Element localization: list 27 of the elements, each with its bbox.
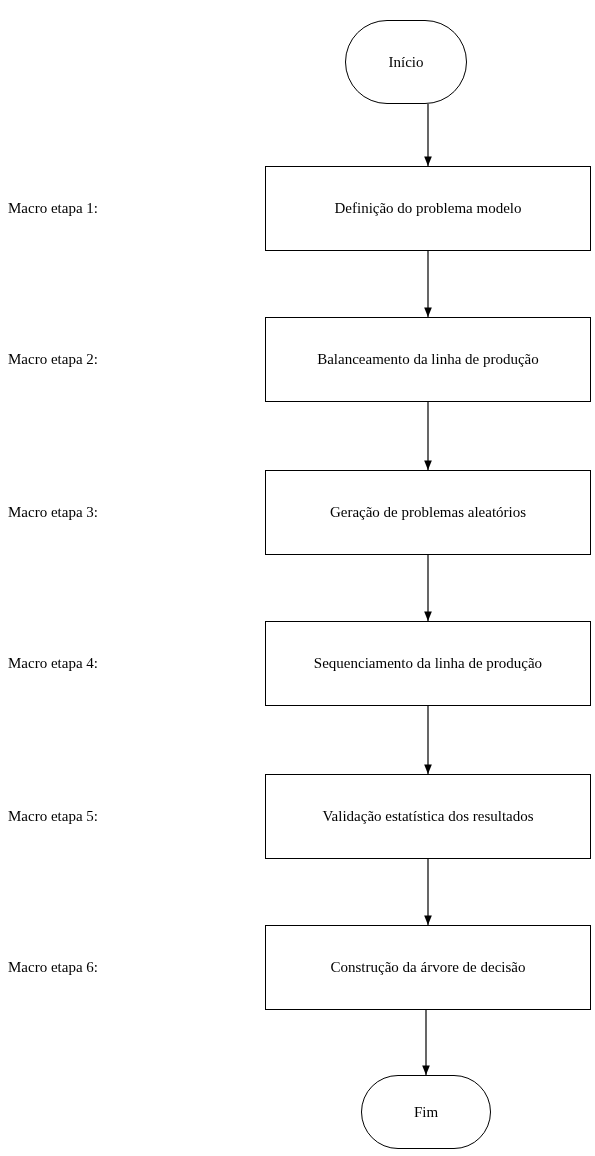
- arrow: [424, 705, 432, 775]
- node-label: Início: [388, 53, 424, 71]
- node-label: Construção da árvore de decisão: [330, 959, 526, 976]
- process-box: [265, 621, 591, 706]
- process-box: [265, 774, 591, 859]
- step-label: Macro etapa 6:: [8, 959, 98, 976]
- arrow: [424, 554, 432, 622]
- arrow: [424, 250, 432, 318]
- step-label: Macro etapa 3:: [8, 504, 98, 521]
- node-label: Balanceamento da linha de produção: [317, 351, 539, 368]
- step-label: Macro etapa 1:: [8, 200, 98, 217]
- step-label: Macro etapa 2:: [8, 351, 98, 368]
- arrow: [424, 401, 432, 471]
- node-label: Sequenciamento da linha de produção: [313, 655, 543, 672]
- step-label: Macro etapa 4:: [8, 655, 98, 672]
- arrow: [424, 858, 432, 926]
- arrow: [424, 103, 432, 167]
- step-label: Macro etapa 5:: [8, 808, 98, 825]
- node-label: Validação estatística dos resultados: [322, 808, 534, 825]
- arrow: [422, 1009, 430, 1076]
- node-label: Definição do problema modelo: [334, 200, 522, 217]
- node-label: Fim: [413, 1103, 439, 1121]
- node-label: Geração de problemas aleatórios: [329, 504, 527, 521]
- process-box: [265, 317, 591, 402]
- process-box: [265, 925, 591, 1010]
- process-box: [265, 470, 591, 555]
- process-box: [265, 166, 591, 251]
